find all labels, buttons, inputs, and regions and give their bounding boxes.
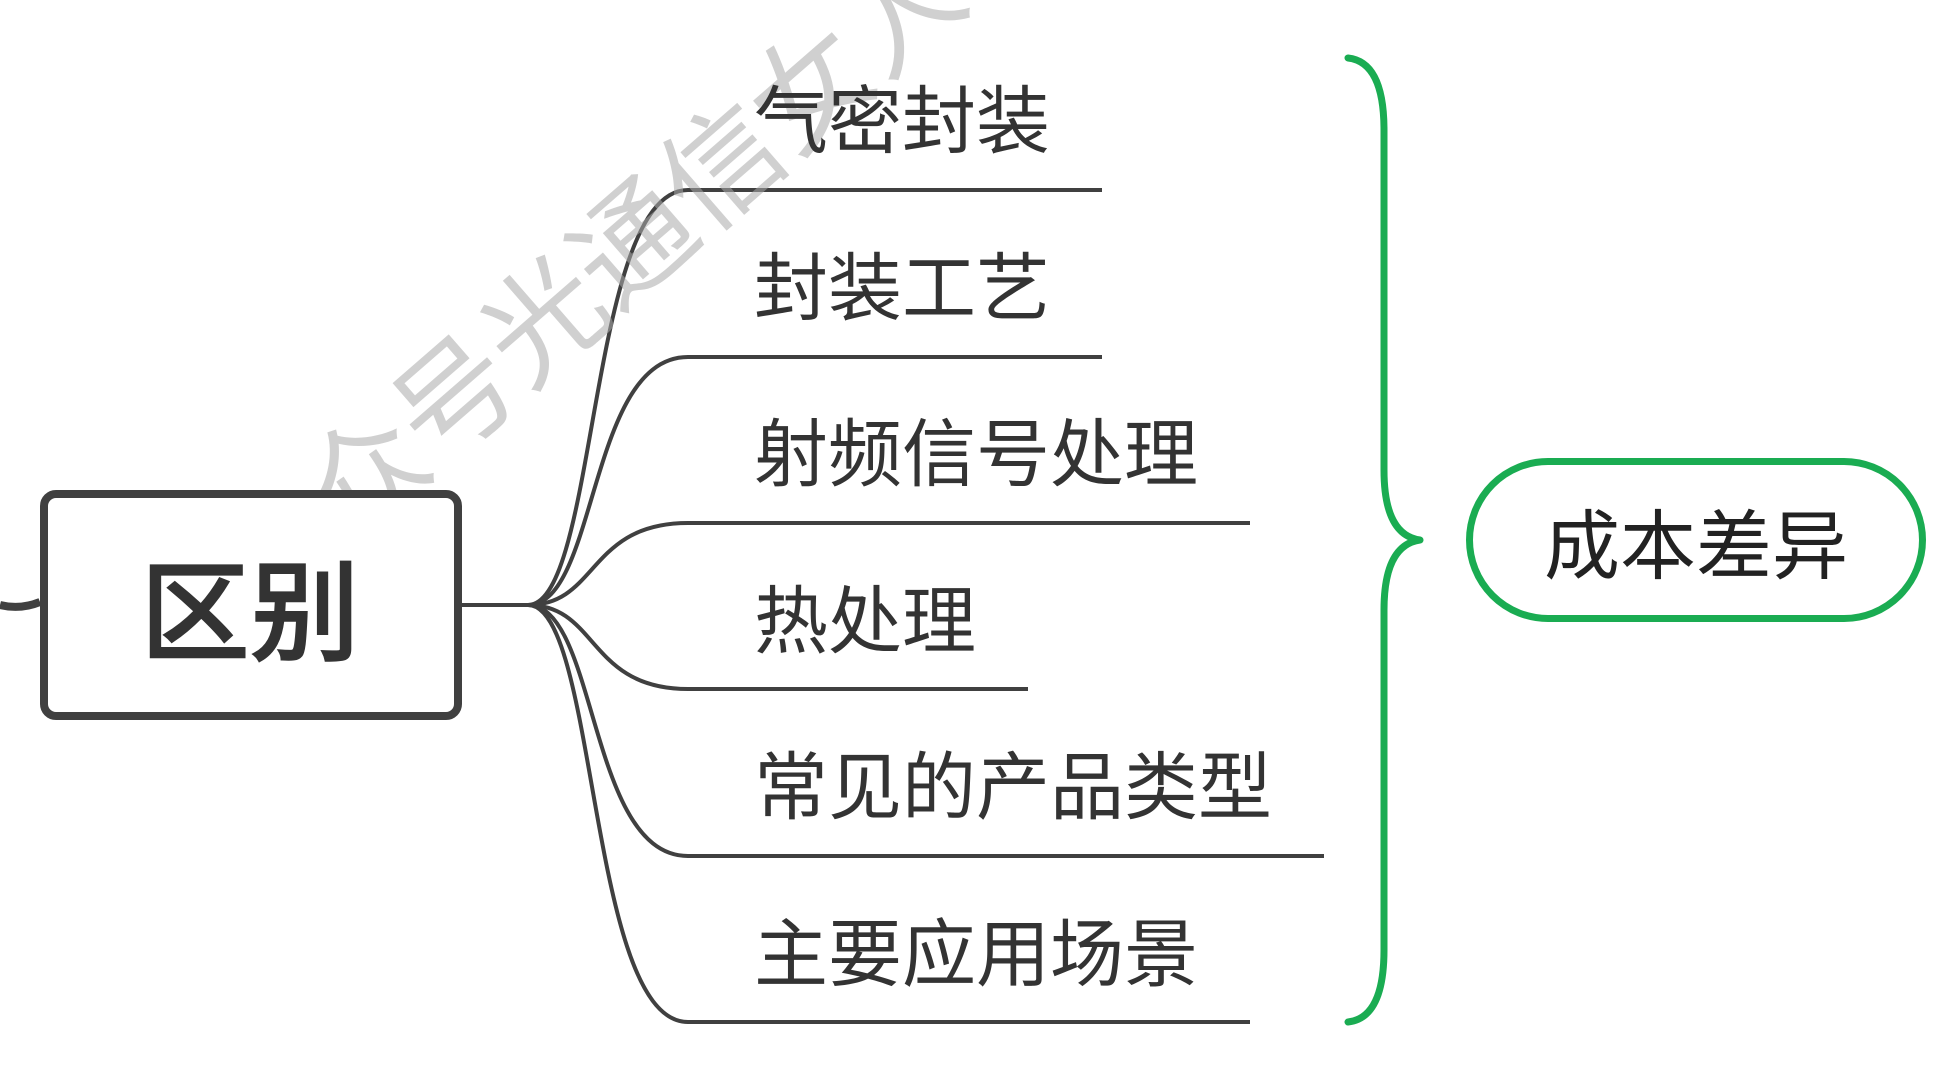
summary-node[interactable]: 成本差异 [1466, 458, 1926, 622]
summary-brace [1344, 54, 1424, 1026]
branch-connector-4 [527, 603, 1324, 858]
branch-connector-1 [527, 355, 1102, 607]
root-node-label: 区别 [140, 552, 361, 677]
branch-connector-0 [527, 188, 1102, 607]
branch-connectors [527, 188, 1324, 1024]
branch-label-heat-treatment[interactable]: 热处理 [754, 579, 976, 665]
parent-connector [0, 598, 42, 611]
branch-label-common-product-types[interactable]: 常见的产品类型 [754, 745, 1272, 831]
branch-connector-2 [527, 521, 1250, 607]
branch-connector-3 [527, 603, 1028, 691]
branch-label-rf-signal-processing[interactable]: 射频信号处理 [754, 412, 1198, 498]
branch-label-main-applications[interactable]: 主要应用场景 [754, 912, 1198, 998]
branch-label-airtight-packaging[interactable]: 气密封装 [754, 79, 1050, 165]
root-node[interactable]: 区别 [40, 490, 462, 720]
branch-connector-5 [527, 603, 1250, 1024]
summary-node-label: 成本差异 [1544, 502, 1848, 591]
branch-label-packaging-process[interactable]: 封装工艺 [754, 246, 1050, 332]
